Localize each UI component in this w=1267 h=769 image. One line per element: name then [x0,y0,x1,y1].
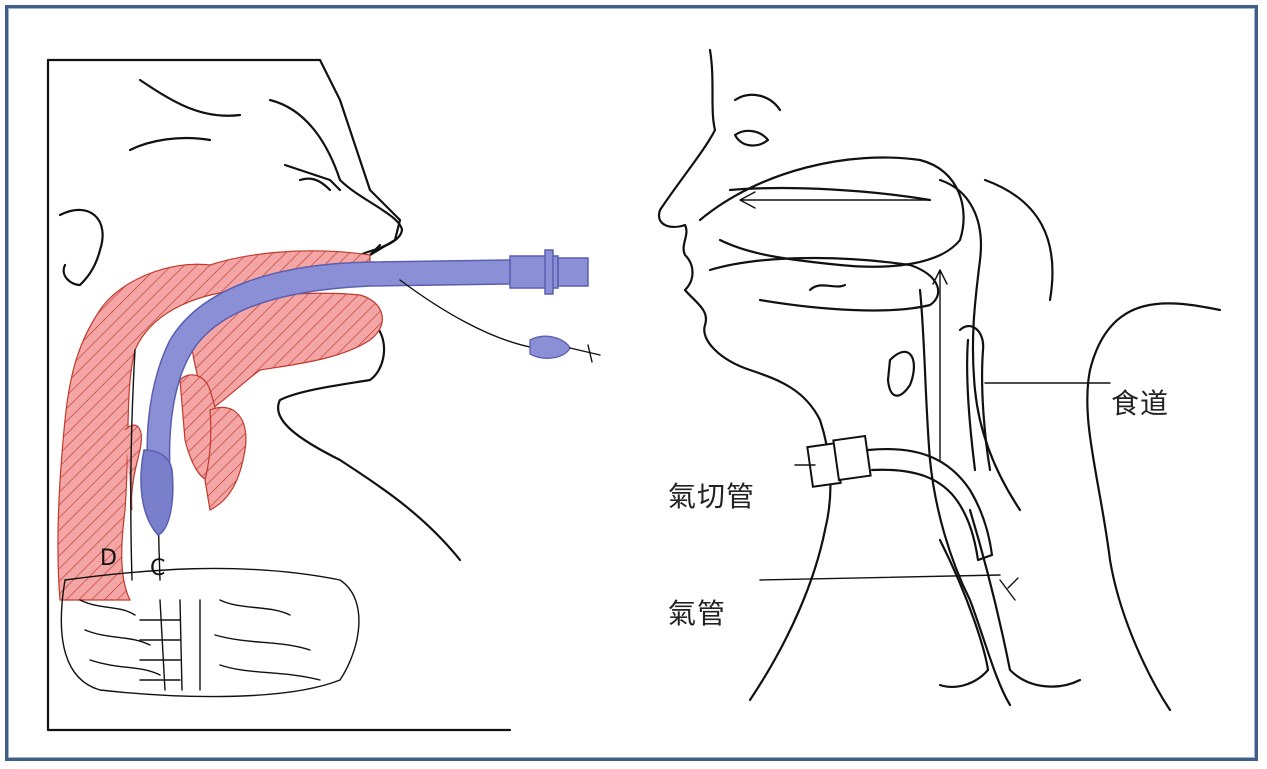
airflow-arrow-top [740,192,930,208]
airflow-arrow-up [933,270,947,460]
label-tracheostomy-tube: 氣切管 [668,475,755,515]
label-c: C [150,556,165,581]
label-trachea: 氣管 [668,592,726,632]
intubation-diagram: D C [40,40,640,740]
label-d: D [100,546,117,571]
face-profile [270,100,402,255]
tracheostomy-tube [807,436,992,560]
pilot-line [400,280,535,348]
head-outline [48,60,400,265]
larynx [205,407,246,510]
label-esophagus: 食道 [1111,382,1169,422]
pilot-balloon [530,336,570,358]
nasal-cavity [700,158,964,267]
tube-cuff [141,450,173,535]
ear [60,210,103,285]
leader-trachea [760,575,1000,580]
pharynx-wall [940,180,1020,510]
